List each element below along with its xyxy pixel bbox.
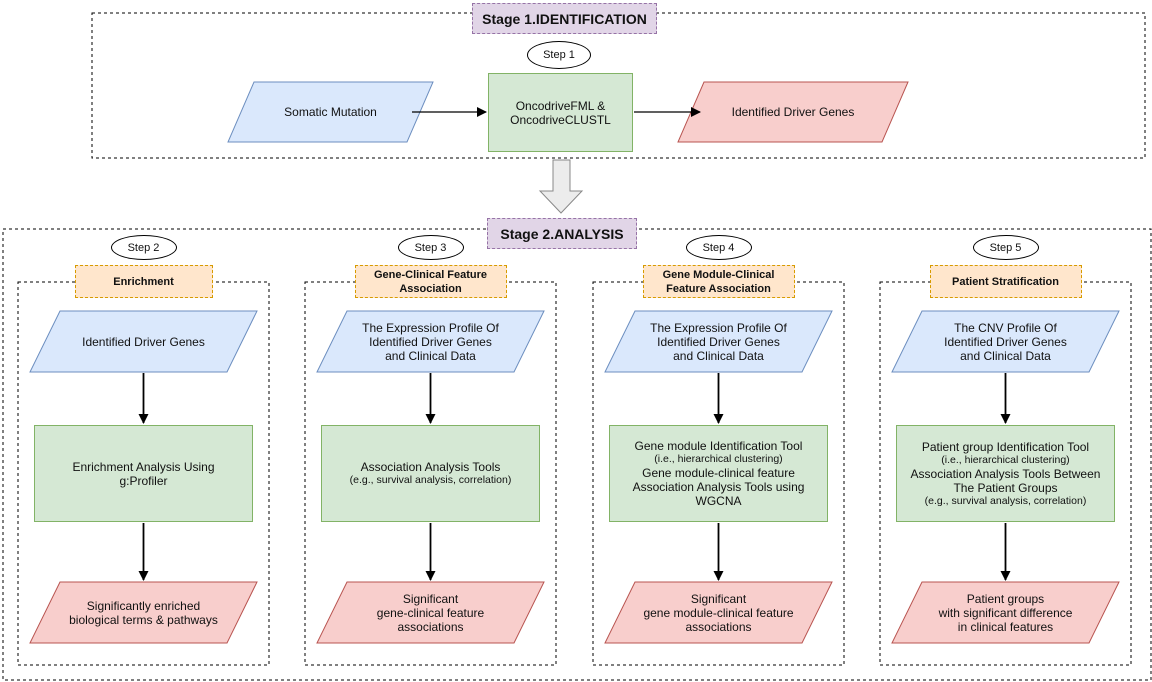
process-text-patient-stratification-3: Association Analysis Tools Between The P… — [910, 466, 1101, 495]
stage-transition-arrow — [538, 159, 584, 214]
output-shape-gene-clinical — [316, 581, 545, 644]
process-text-gene-module-0: Gene module Identification Tool — [634, 439, 803, 453]
output-gene-module: Significant gene module-clinical feature… — [605, 582, 832, 643]
input-gene-module: The Expression Profile Of Identified Dri… — [605, 311, 832, 372]
column-title-gene-clinical: Gene-Clinical Feature Association — [354, 265, 507, 298]
input-text-gene-clinical: The Expression Profile Of Identified Dri… — [362, 320, 499, 363]
column-title-text-patient-stratification: Patient Stratification — [952, 275, 1059, 288]
column-title-patient-stratification: Patient Stratification — [929, 265, 1082, 298]
column-title-enrichment: Enrichment — [74, 265, 213, 298]
column-title-text-gene-module: Gene Module-Clinical Feature Association — [662, 268, 775, 295]
input-text-enrichment: Identified Driver Genes — [82, 334, 205, 349]
somatic-mutation-input: Somatic Mutation — [228, 82, 433, 142]
column-title-text-enrichment: Enrichment — [113, 275, 174, 288]
output-text-patient-stratification: Patient groups with significant differen… — [938, 591, 1073, 634]
output-patient-stratification: Patient groups with significant differen… — [892, 582, 1119, 643]
input-patient-stratification: The CNV Profile Of Identified Driver Gen… — [892, 311, 1119, 372]
column-container-enrichment — [17, 281, 270, 666]
step-label-enrichment: Step 2 — [110, 235, 177, 260]
column-container-gene-module — [592, 281, 845, 666]
step-label-gene-module: Step 4 — [685, 235, 752, 260]
column-title-gene-module: Gene Module-Clinical Feature Association — [642, 265, 795, 298]
column-container-gene-clinical — [304, 281, 557, 666]
oncodrive-tool-box: OncodriveFML & OncodriveCLUSTL — [488, 73, 633, 152]
input-shape-patient-stratification — [891, 310, 1120, 373]
step-label-gene-clinical: Step 3 — [397, 235, 464, 260]
identified-driver-genes-shape — [677, 81, 909, 143]
process-text-gene-clinical-0: Association Analysis Tools — [360, 460, 501, 474]
output-shape-enrichment — [29, 581, 258, 644]
input-enrichment: Identified Driver Genes — [30, 311, 257, 372]
column-title-text-gene-clinical: Gene-Clinical Feature Association — [373, 268, 488, 295]
output-text-gene-module: Significant gene module-clinical feature… — [643, 591, 794, 634]
input-text-gene-module: The Expression Profile Of Identified Dri… — [650, 320, 787, 363]
identified-driver-genes-label: Identified Driver Genes — [731, 105, 855, 119]
output-text-enrichment: Significantly enriched biological terms … — [69, 598, 218, 627]
process-text-patient-stratification-1: (i.e., hierarchical clustering) — [941, 453, 1070, 466]
output-enrichment: Significantly enriched biological terms … — [30, 582, 257, 643]
process-gene-module: Gene module Identification Tool(i.e., hi… — [609, 425, 828, 522]
process-text-enrichment-0: Enrichment Analysis Using g:Profiler — [72, 459, 215, 488]
output-gene-clinical: Significant gene-clinical feature associ… — [317, 582, 544, 643]
somatic-mutation-label: Somatic Mutation — [284, 105, 377, 119]
input-shape-enrichment — [29, 310, 258, 373]
output-shape-patient-stratification — [891, 581, 1120, 644]
process-patient-stratification: Patient group Identification Tool(i.e., … — [896, 425, 1115, 522]
somatic-mutation-shape — [227, 81, 434, 143]
step1-label: Step 1 — [527, 41, 591, 69]
process-text-gene-clinical-1: (e.g., survival analysis, correlation) — [349, 474, 512, 486]
oncodrive-tool-label: OncodriveFML & OncodriveCLUSTL — [510, 98, 611, 127]
input-text-patient-stratification: The CNV Profile Of Identified Driver Gen… — [944, 320, 1067, 363]
process-gene-clinical: Association Analysis Tools(e.g., surviva… — [321, 425, 540, 522]
stage1-container — [91, 12, 1146, 159]
process-text-gene-module-1: (i.e., hierarchical clustering) — [654, 453, 783, 465]
stage1-title: Stage 1.IDENTIFICATION — [472, 3, 657, 34]
output-text-gene-clinical: Significant gene-clinical feature associ… — [376, 591, 485, 634]
input-shape-gene-module — [604, 310, 833, 373]
process-text-patient-stratification-4: (e.g., survival analysis, correlation) — [924, 494, 1087, 507]
process-enrichment: Enrichment Analysis Using g:Profiler — [34, 425, 253, 522]
process-text-gene-module-3: Gene module-clinical feature Association… — [632, 466, 805, 508]
identified-driver-genes-output: Identified Driver Genes — [678, 82, 908, 142]
output-shape-gene-module — [604, 581, 833, 644]
input-shape-gene-clinical — [316, 310, 545, 373]
column-container-patient-stratification — [879, 281, 1132, 666]
stage2-container — [2, 228, 1152, 681]
process-text-patient-stratification-0: Patient group Identification Tool — [921, 439, 1090, 454]
step-label-patient-stratification: Step 5 — [972, 235, 1039, 260]
stage2-title: Stage 2.ANALYSIS — [487, 218, 637, 249]
input-gene-clinical: The Expression Profile Of Identified Dri… — [317, 311, 544, 372]
